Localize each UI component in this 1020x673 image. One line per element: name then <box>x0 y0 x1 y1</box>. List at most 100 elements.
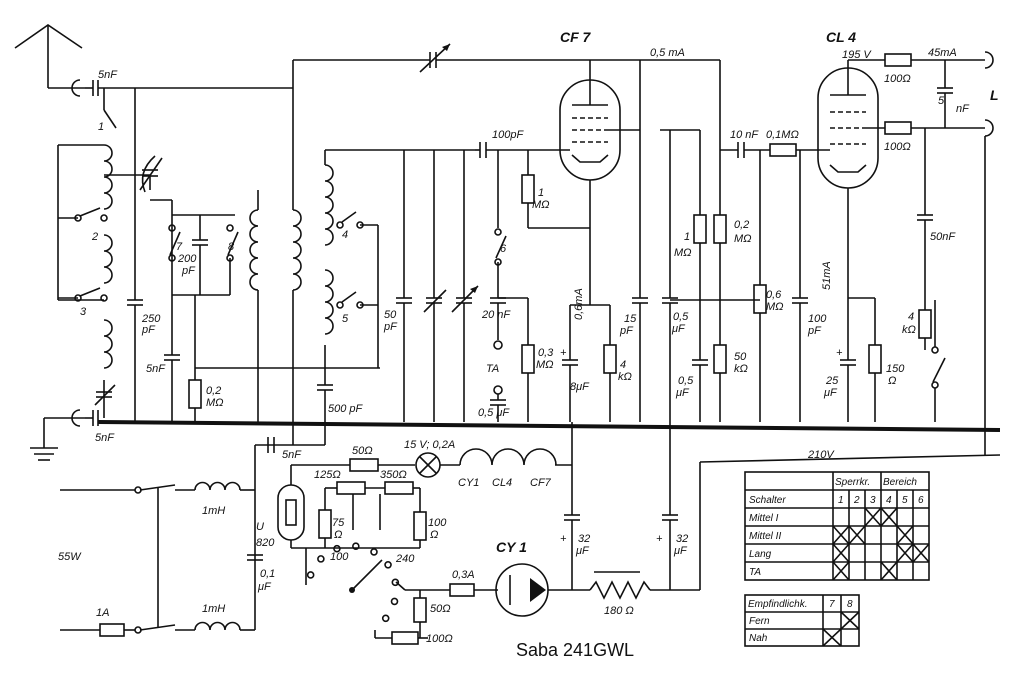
antenna-symbol <box>14 24 83 88</box>
capacitor-250pf <box>127 299 143 422</box>
capacitor-100pf-b <box>792 297 808 422</box>
capacitor-0.1uf <box>247 554 263 561</box>
label-v195: 195 V <box>842 49 872 61</box>
label-c32b: 32 <box>676 533 688 545</box>
label-r06: 0,6 <box>766 289 782 301</box>
capacitor-100pf-grid <box>475 142 570 158</box>
capacitor-10nf <box>737 142 770 158</box>
resistor-100-a <box>884 53 985 67</box>
resistor-75 <box>318 509 332 548</box>
label-sw8: 8 <box>228 241 235 253</box>
fuse-1a <box>99 623 135 637</box>
resistor-1m-grid <box>521 150 535 228</box>
electrolytic-25uf <box>840 298 856 422</box>
label-fuse: 1A <box>96 607 109 619</box>
tube-label-cl4: CL 4 <box>826 29 856 45</box>
switch-table-col: 2 <box>853 495 860 506</box>
label-c01: 0,1 <box>260 568 275 580</box>
sens-table-frame <box>744 594 860 647</box>
label-sw1: 1 <box>98 121 104 133</box>
resistor-4k-tone <box>918 309 932 350</box>
ground-bus <box>97 420 1001 432</box>
coupling-coil-primary <box>249 209 259 291</box>
label-r100c: 100 <box>428 517 447 529</box>
tone-switch <box>931 300 946 422</box>
label-r06u: MΩ <box>766 301 784 313</box>
electrolytic-32uf-b <box>662 514 678 590</box>
switch-table-row-label: TA <box>749 567 761 578</box>
resistor-0.6m <box>753 284 767 422</box>
electrolytic-32uf-a <box>564 514 580 535</box>
switch-8 <box>226 224 239 262</box>
choke-1mh-bottom <box>194 621 241 631</box>
tube-label-cy1: CY 1 <box>496 539 527 555</box>
resistor-4k-cathode-a <box>603 305 617 422</box>
label-c32a: 32 <box>578 533 590 545</box>
selector-contact <box>370 548 378 556</box>
capacitor-50pf <box>396 150 412 422</box>
selector-contact <box>317 555 325 563</box>
label-sw3: 3 <box>80 306 87 318</box>
label-t240: 240 <box>395 553 415 565</box>
label-c32bu: μF <box>673 545 688 557</box>
label-c15pfu: pF <box>619 325 634 337</box>
resistor-1m-b <box>693 130 707 300</box>
label-c-ant-bot: 5nF <box>95 432 115 444</box>
sens-table-row-label: Nah <box>749 633 768 644</box>
resistor-0.2m-a <box>188 368 202 422</box>
switch-table-col: 6 <box>918 495 924 506</box>
label-c05-au: μF <box>671 323 686 335</box>
label-c10nf: 10 nF <box>730 129 759 141</box>
coupling-coil-secondary <box>292 209 302 291</box>
fuse-0.3a <box>449 583 498 597</box>
label-c5nf-r: 5 <box>938 95 945 107</box>
label-c50pfu: pF <box>383 321 398 333</box>
resistor-100-c <box>380 511 427 549</box>
resistor-150 <box>868 298 882 422</box>
resistor-0.2m-b <box>713 60 727 422</box>
switch-table-col: 1 <box>838 495 844 506</box>
label-sw7: 7 <box>176 241 183 253</box>
selector-contact <box>352 542 360 550</box>
label-c250: 250 <box>141 313 161 325</box>
tuning-coil <box>324 164 334 335</box>
selector-contact <box>306 571 315 579</box>
label-fuse03: 0,3A <box>452 569 475 581</box>
label-plus-c: + <box>560 347 567 359</box>
label-r100a: 100Ω <box>884 73 911 85</box>
switch-table-mark <box>832 543 850 563</box>
label-fil-cf7: CF7 <box>530 477 552 489</box>
switch-7 <box>168 224 181 262</box>
switch-table-header-bereich: Bereich <box>883 477 917 488</box>
label-r50d: 50Ω <box>430 603 451 615</box>
electrolytic-8uf <box>562 305 578 422</box>
label-c20nf: 20 nF <box>481 309 511 321</box>
label-c200: 200 <box>177 253 197 265</box>
label-c100pf-g: 100pF <box>492 129 524 141</box>
switch-table-mark <box>848 525 866 545</box>
selector-contact <box>390 597 399 606</box>
label-lamp: 15 V; 0,2A <box>404 439 455 451</box>
switch-table-row-label: Lang <box>749 549 772 560</box>
label-r180: 180 Ω <box>604 605 634 617</box>
label-c05-bu: μF <box>675 387 690 399</box>
label-r100cu: Ω <box>430 529 438 541</box>
label-r150u: Ω <box>888 375 896 387</box>
switch-6 <box>494 228 507 266</box>
label-plus-d: + <box>836 347 843 359</box>
selector-contact <box>333 544 341 553</box>
sens-table-mark <box>840 611 860 630</box>
label-u820: 820 <box>256 537 275 549</box>
label-l: L <box>990 87 999 103</box>
resistor-350 <box>384 481 421 512</box>
trimmer-antenna <box>94 384 116 406</box>
label-ta: TA <box>486 363 499 375</box>
resistor-0.3m <box>521 344 535 422</box>
label-c05uf: 0,5 μF <box>478 407 510 419</box>
switch-table-mark <box>880 507 898 527</box>
label-r01: 0,1MΩ <box>766 129 799 141</box>
label-c15pf: 15 <box>624 313 637 325</box>
